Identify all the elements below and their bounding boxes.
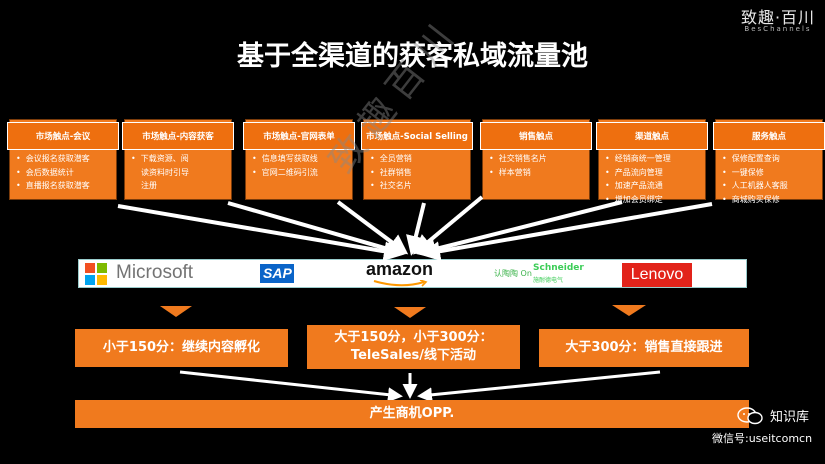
arrow-line — [420, 202, 713, 262]
list-item: 下载资源、阅 — [131, 152, 229, 166]
touchpoint-items: 保修配置查询 一键保修 人工机器人客服 商城购买保修 — [722, 152, 820, 206]
touchpoint-items: 下载资源、阅 读资料时引导 注册 — [131, 152, 229, 193]
touchpoint-label: 服务触点 — [713, 122, 825, 150]
touchpoint-service: 服务触点 保修配置查询 一键保修 人工机器人客服 商城购买保修 — [713, 119, 825, 204]
touchpoint-label: 销售触点 — [480, 122, 592, 150]
microsoft-logo-icon — [85, 263, 109, 285]
touchpoint-items: 社交销售名片 样本营销 — [489, 152, 587, 179]
score-rule-mid: 大于150分，小于300分： TeleSales/线下活动 — [307, 325, 520, 369]
score-rule-text: 大于150分，小于300分： TeleSales/线下活动 — [334, 330, 493, 363]
list-item: 加速产品流通 — [605, 179, 703, 193]
touchpoint-items: 信息填写获取线 官网二维码引流 — [252, 152, 350, 179]
list-item: 经销商统一管理 — [605, 152, 703, 166]
touchpoint-social-selling: 市场触点-Social Selling 全员营销 社群销售 社交名片 — [361, 119, 473, 200]
list-item: 会后数据统计 — [16, 166, 114, 180]
score-rule-text: 大于300分：销售直接跟进 — [565, 340, 723, 355]
list-item: 社交销售名片 — [489, 152, 587, 166]
list-item: 注册 — [141, 181, 157, 190]
touchpoint-items: 会议报名获取潜客 会后数据统计 直播报名获取潜客 — [16, 152, 114, 193]
wechat-id: 微信号:useitcomcn — [712, 432, 813, 445]
list-item: 会议报名获取潜客 — [16, 152, 114, 166]
score-rule-low: 小于150分：继续内容孵化 — [75, 329, 288, 367]
list-item: 一键保修 — [722, 166, 820, 180]
schneider-logo-sub: 施耐德电气 — [533, 277, 564, 284]
arrow-line — [417, 370, 661, 403]
touchpoint-label: 市场触点-会议 — [7, 122, 119, 150]
touchpoint-sales: 销售触点 社交销售名片 样本营销 — [480, 119, 592, 200]
list-item: 增加会员绑定 — [605, 193, 703, 207]
list-item: 社交名片 — [370, 179, 468, 193]
score-rule-text: 小于150分：继续内容孵化 — [102, 340, 261, 355]
touchpoint-items: 全员营销 社群销售 社交名片 — [370, 152, 468, 193]
touchpoint-label: 市场触点-官网表单 — [243, 122, 355, 150]
list-item: 人工机器人客服 — [722, 179, 820, 193]
brand-logo: 致趣·百川 — [740, 8, 816, 27]
partner-logo: 认陶陶 On — [494, 269, 532, 278]
touchpoint-items: 经销商统一管理 产品流向管理 加速产品流通 增加会员绑定 — [605, 152, 703, 206]
amazon-smile-icon — [373, 280, 428, 287]
down-arrow-icon — [612, 305, 646, 316]
schneider-logo: Schneider — [533, 263, 584, 273]
touchpoint-label: 市场触点-Social Selling — [361, 122, 473, 150]
list-item: 读资料时引导 — [141, 167, 189, 177]
page-title: 基于全渠道的获客私域流量池 — [237, 41, 588, 72]
opportunity-result: 产生商机OPP. — [75, 400, 749, 428]
list-item: 保修配置查询 — [722, 152, 820, 166]
arrow-line — [227, 201, 406, 259]
sap-logo: SAP — [260, 264, 294, 283]
arrow-line — [416, 200, 623, 259]
down-arrow-icon — [394, 307, 426, 318]
knowledge-base-label: 知识库 — [770, 410, 810, 425]
down-arrow-icon — [160, 306, 192, 317]
list-item: 信息填写获取线 — [252, 152, 350, 166]
list-item: 商城购买保修 — [722, 193, 820, 207]
touchpoint-label: 市场触点-内容获客 — [122, 122, 234, 150]
arrow-line — [336, 200, 409, 255]
list-item: 直播报名获取潜客 — [16, 179, 114, 193]
lenovo-logo: Lenovo — [622, 263, 692, 287]
brand-logo-sub: BesChannels — [744, 25, 812, 33]
amazon-logo: amazon — [366, 259, 434, 279]
touchpoint-channel: 渠道触点 经销商统一管理 产品流向管理 加速产品流通 增加会员绑定 — [596, 119, 708, 204]
score-rule-high: 大于300分：销售直接跟进 — [539, 329, 749, 367]
list-item: 产品流向管理 — [605, 166, 703, 180]
list-item: 官网二维码引流 — [252, 166, 350, 180]
list-item: 全员营销 — [370, 152, 468, 166]
arrow-line — [117, 204, 404, 262]
touchpoint-website-form: 市场触点-官网表单 信息填写获取线 官网二维码引流 — [243, 119, 355, 200]
orange-down-arrows — [160, 305, 646, 318]
list-item: 社群销售 — [370, 166, 468, 180]
microsoft-logo-text: Microsoft — [116, 262, 194, 283]
opportunity-text: 产生商机OPP. — [369, 406, 455, 421]
list-item: 样本营销 — [489, 166, 587, 180]
touchpoint-label: 渠道触点 — [596, 122, 708, 150]
wechat-icon — [737, 407, 763, 425]
arrow-line — [179, 370, 403, 403]
touchpoint-meeting: 市场触点-会议 会议报名获取潜客 会后数据统计 直播报名获取潜客 — [7, 119, 119, 200]
touchpoint-content: 市场触点-内容获客 下载资源、阅 读资料时引导 注册 — [122, 119, 234, 200]
